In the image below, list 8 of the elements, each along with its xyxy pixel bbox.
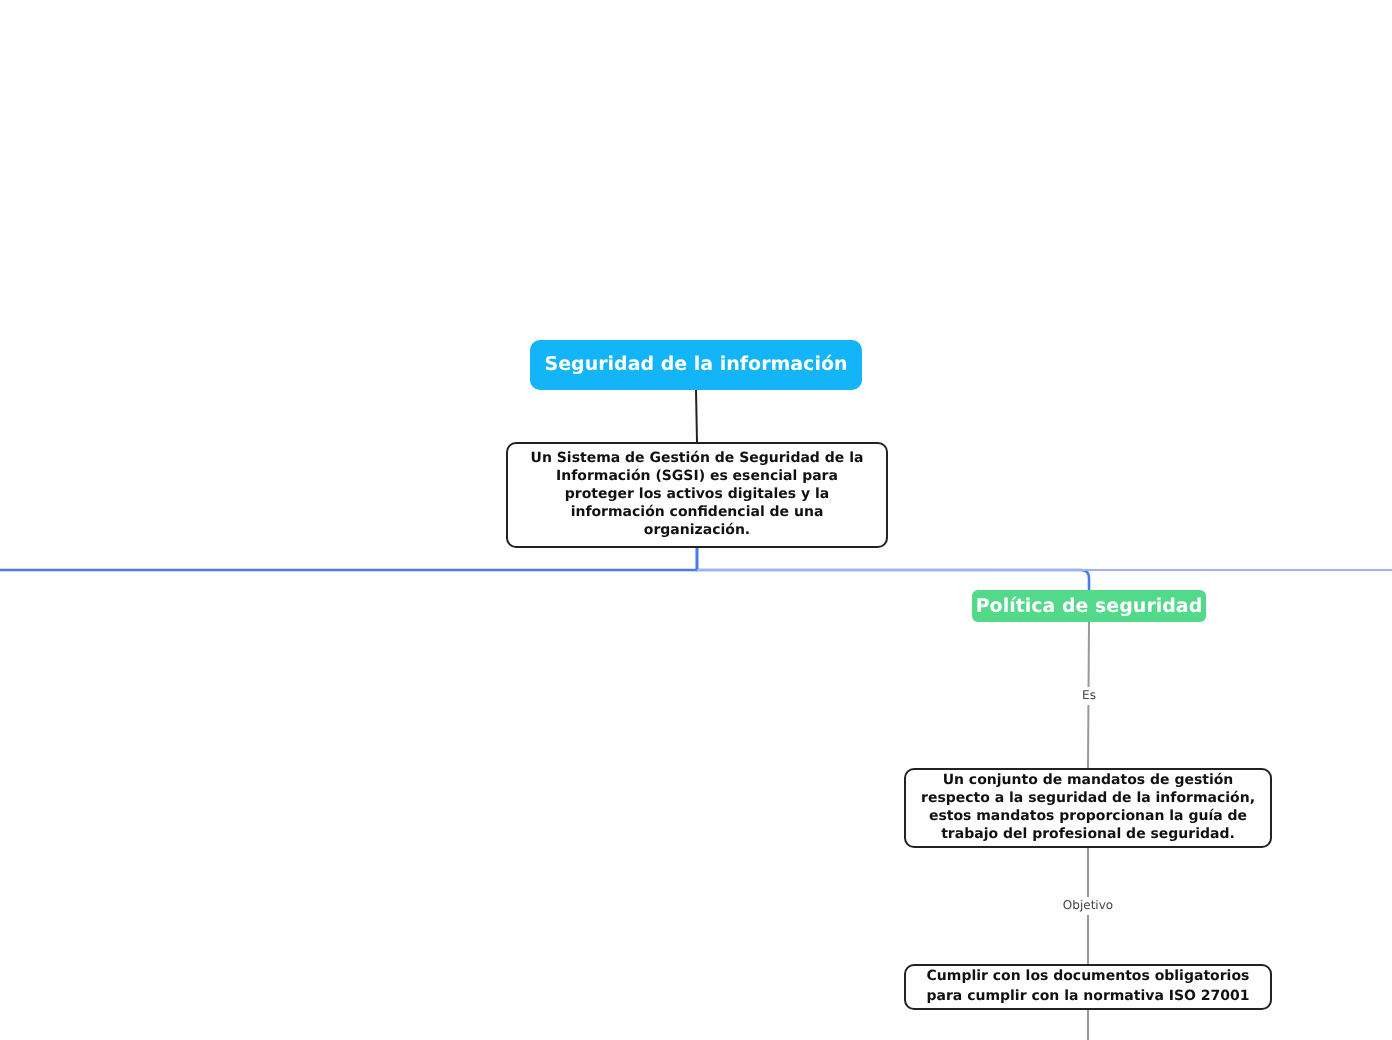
connector-line	[695, 389, 698, 443]
central-topic-box: Seguridad de la información	[530, 340, 862, 390]
connector-line	[1087, 847, 1089, 965]
topic-box: Política de seguridad	[972, 590, 1206, 622]
connector-line	[0, 548, 699, 572]
connector-line	[1087, 1009, 1089, 1040]
connector-line	[696, 569, 1392, 571]
connector-line	[1087, 621, 1090, 769]
